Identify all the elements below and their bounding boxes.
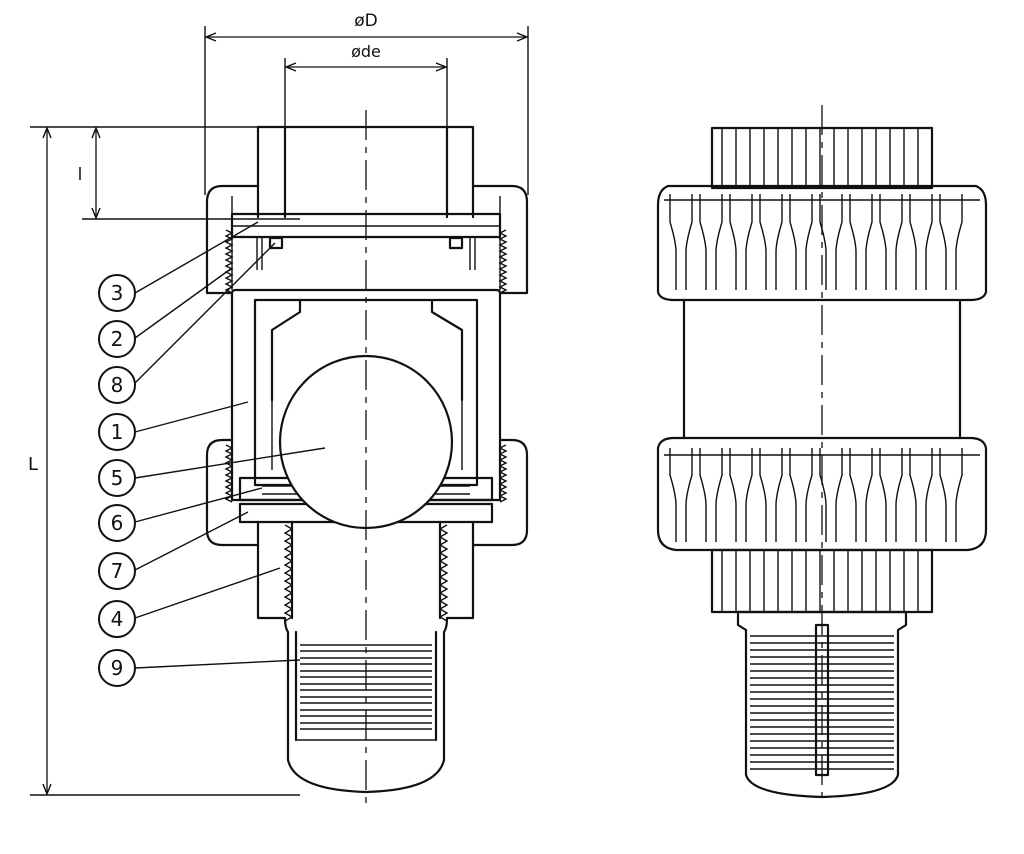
callout-4: 4 (98, 600, 136, 638)
socket-depth-label: l (78, 165, 83, 185)
dimension-group: øD øde l L (28, 11, 529, 796)
bottom-ribs (721, 550, 919, 612)
top-nut-ribs (664, 194, 980, 290)
callout-9: 9 (98, 649, 136, 687)
callout-1: 1 (98, 413, 136, 451)
pipe-diameter-label: øde (351, 42, 381, 61)
callout-group: 3 2 8 1 5 6 7 4 (98, 221, 326, 687)
svg-text:7: 7 (111, 559, 124, 583)
o-ring-left (268, 236, 284, 250)
overall-length-label: L (28, 454, 38, 475)
svg-text:1: 1 (111, 420, 124, 444)
svg-text:6: 6 (111, 511, 124, 535)
callout-6: 6 (98, 504, 136, 542)
top-nut-exterior (656, 184, 988, 302)
top-ribs (721, 128, 919, 188)
section-view (205, 110, 529, 810)
bottom-nut-exterior (656, 436, 988, 552)
callout-7: 7 (98, 552, 136, 590)
svg-text:9: 9 (111, 656, 124, 680)
body-exterior (682, 298, 962, 440)
svg-text:3: 3 (111, 281, 124, 305)
o-ring-right (448, 236, 464, 250)
outer-diameter-label: øD (354, 11, 378, 31)
callout-2: 2 (98, 320, 136, 358)
exterior-view (656, 105, 988, 805)
svg-text:2: 2 (111, 327, 124, 351)
callout-5: 5 (98, 459, 136, 497)
callout-8: 8 (98, 366, 136, 404)
callout-3: 3 (98, 274, 136, 312)
svg-text:5: 5 (111, 466, 124, 490)
svg-text:4: 4 (111, 607, 124, 631)
svg-text:8: 8 (111, 373, 124, 397)
